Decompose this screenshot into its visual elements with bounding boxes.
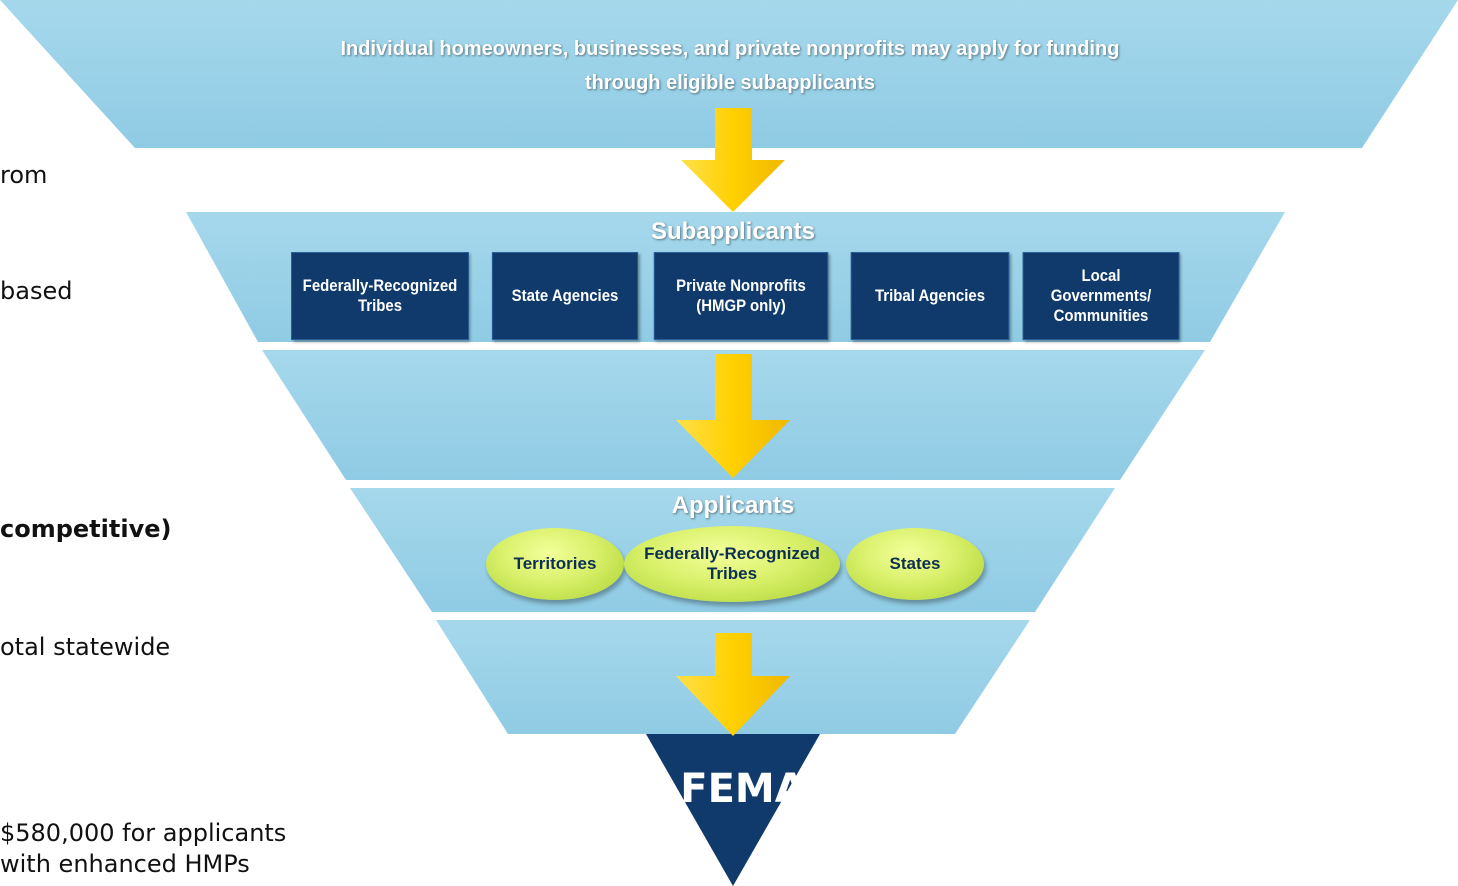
fema-label: FEMA	[680, 766, 806, 812]
fema-triangle	[646, 734, 820, 886]
left-text-line-1: rom	[0, 161, 48, 189]
subapplicant-box-private-nonprofits: Private Nonprofits(HMGP only)	[653, 252, 829, 340]
subapplicant-box-state-agencies: State Agencies	[491, 252, 639, 340]
top-band	[0, 0, 1458, 148]
left-text-line-5: $580,000 for applicants	[0, 819, 287, 847]
subapplicants-title: Subapplicants	[650, 218, 816, 245]
left-text-line-6: with enhanced HMPs	[0, 850, 250, 878]
applicant-oval-territories: Territories	[486, 528, 624, 600]
subapplicant-box-tribal-agencies: Tribal Agencies	[850, 252, 1010, 340]
left-text-line-2: based	[0, 277, 73, 305]
top-text-line-1: Individual homeowners, businesses, and p…	[340, 38, 1120, 60]
top-text-line-2: through eligible subapplicants	[584, 72, 876, 94]
arrow-down-icon	[676, 633, 790, 736]
left-text-line-3: competitive)	[0, 515, 172, 543]
left-text-line-4: otal statewide	[0, 633, 171, 661]
arrow-down-icon	[676, 354, 790, 478]
applicant-oval-states: States	[846, 528, 984, 600]
applicants-title: Applicants	[671, 492, 795, 519]
arrow-down-icon	[681, 108, 785, 212]
